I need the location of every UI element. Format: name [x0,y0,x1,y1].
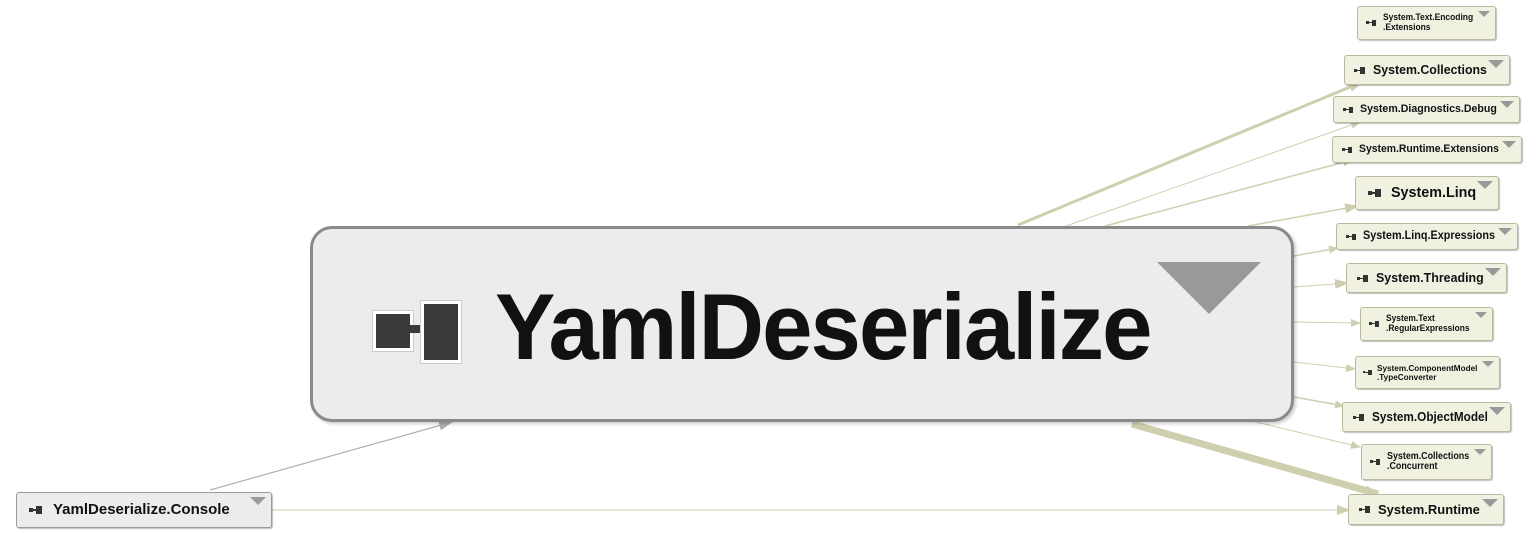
source-assembly-node[interactable]: YamlDeserialize.Console [16,492,272,528]
dependency-label: System.Linq.Expressions [1363,230,1495,243]
assembly-icon [1366,20,1378,26]
expand-chevron-icon[interactable] [1157,262,1261,314]
dependency-label: System.ObjectModel [1372,409,1488,425]
edge-linq [1247,203,1359,227]
dependency-node-linq[interactable]: System.Linq [1355,176,1499,210]
assembly-icon [29,506,45,514]
expand-chevron-icon[interactable] [1489,407,1505,415]
assembly-icon [1342,146,1354,153]
dependency-node-collections[interactable]: System.Collections [1344,55,1510,85]
expand-chevron-icon[interactable] [1485,268,1501,276]
edge-diag-debug [1065,121,1361,227]
expand-chevron-icon[interactable] [1500,101,1514,108]
assembly-icon [1369,321,1381,327]
expand-chevron-icon[interactable] [1474,449,1486,455]
expand-chevron-icon[interactable] [1502,141,1516,148]
dependency-label: System.Diagnostics.Debug [1360,102,1497,115]
edge-threading [1293,278,1349,289]
expand-chevron-icon[interactable] [1498,228,1512,235]
dependency-label: System.Collections [1373,62,1487,78]
dependency-node-object-model[interactable]: System.ObjectModel [1342,402,1511,432]
assembly-icon [1353,413,1366,421]
dependency-label: System.Runtime.Extensions [1359,142,1499,155]
dependency-node-runtime-extensions[interactable]: System.Runtime.Extensions [1332,136,1522,163]
dependency-node-encoding-extensions[interactable]: System.Text.Encoding.Extensions [1357,6,1496,40]
expand-chevron-icon[interactable] [250,497,266,505]
assembly-icon [1359,506,1372,513]
dependency-node-type-converter[interactable]: System.ComponentModel.TypeConverter [1355,356,1500,389]
expand-chevron-icon[interactable] [1475,312,1487,318]
expand-chevron-icon[interactable] [1478,11,1490,17]
assembly-icon [1363,370,1373,375]
expand-chevron-icon[interactable] [1482,361,1494,367]
assembly-icon [1343,106,1355,113]
dependency-label: System.ComponentModel.TypeConverter [1377,362,1478,382]
dependency-label: System.Runtime [1378,501,1480,517]
assembly-icon [1354,66,1367,74]
dependency-node-regular-expressions[interactable]: System.Text.RegularExpressions [1360,307,1493,341]
dependency-node-threading[interactable]: System.Threading [1346,263,1507,293]
edge-collections [1017,80,1363,227]
expand-chevron-icon[interactable] [1488,60,1504,68]
assembly-icon [371,299,463,363]
edge-typeconverter [1293,361,1356,372]
edge-linq-expr [1293,245,1339,257]
dependency-node-runtime[interactable]: System.Runtime [1348,494,1504,525]
main-node-label: YamlDeserialize [495,274,1152,379]
edge-runtime [1131,420,1379,498]
edge-regex [1293,318,1361,327]
dependency-node-linq-expressions[interactable]: System.Linq.Expressions [1336,223,1518,250]
assembly-icon [1346,233,1358,240]
expand-chevron-icon[interactable] [1482,499,1498,507]
edge-console-main [209,420,453,491]
edge-coll-concurrent [1251,420,1361,449]
edge-runtime-ext [1104,158,1353,227]
dependency-label: System.Collections.Concurrent [1387,450,1470,472]
assembly-icon [1370,459,1382,465]
dependency-label: System.Text.RegularExpressions [1386,313,1470,334]
source-node-label: YamlDeserialize.Console [53,501,230,519]
expand-chevron-icon[interactable] [1477,181,1493,189]
dependency-label: System.Threading [1376,270,1484,286]
dependency-node-collections-concurrent[interactable]: System.Collections.Concurrent [1361,444,1492,480]
main-assembly-node[interactable]: YamlDeserialize [310,226,1294,422]
assembly-icon [1357,274,1370,282]
dependency-node-diagnostics-debug[interactable]: System.Diagnostics.Debug [1333,96,1520,123]
dependency-label: System.Linq [1391,184,1477,202]
assembly-icon [1368,189,1384,197]
dependency-label: System.Text.Encoding.Extensions [1383,12,1474,33]
edge-objectmodel [1293,396,1345,409]
